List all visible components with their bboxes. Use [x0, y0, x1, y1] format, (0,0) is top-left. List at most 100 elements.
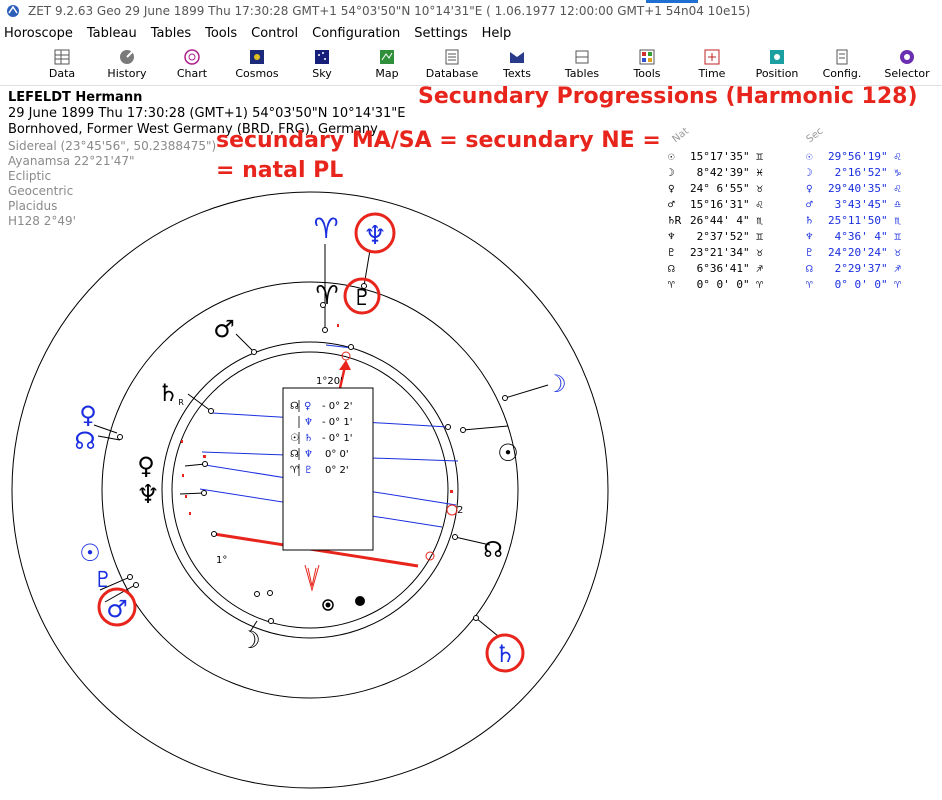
marker	[251, 349, 257, 355]
toolbar-tables-button[interactable]: Tables	[552, 46, 612, 80]
svg-text:☊: ☊	[290, 401, 299, 412]
annotation-title: Secundary Progressions (Harmonic 128)	[418, 84, 918, 109]
table-row: ☊ 6°36'41" ♐☊ 2°29'37" ♐	[668, 261, 901, 275]
menu-tables[interactable]: Tables	[150, 25, 192, 41]
sec-node-glyph: ☊	[74, 427, 95, 455]
degree-label: 1°	[216, 555, 227, 566]
marker	[201, 490, 207, 496]
marker	[268, 618, 274, 624]
marker	[127, 574, 133, 580]
cosmos-icon	[250, 50, 264, 64]
nat-node-glyph: ☊	[483, 538, 503, 563]
radial-line	[235, 333, 255, 353]
highlight-circle-sec-mars	[97, 587, 137, 627]
radial-line	[462, 425, 509, 431]
texts-icon	[510, 52, 524, 63]
highlight-circle-sec-neptune	[354, 212, 396, 254]
data-icon	[54, 49, 70, 65]
chart-settings: Sidereal (23°45'56", 50.2388475") Ayanam…	[8, 139, 216, 229]
marker	[322, 327, 328, 333]
table-row: ☉15°17'35" ♊☉29°56'19" ♌	[668, 149, 901, 163]
table-row: ♆ 2°37'52" ♊♆ 4°36' 4" ♊	[668, 229, 901, 243]
table-row: ☽ 8°42'39" ♓☽ 2°16'52" ♑	[668, 165, 901, 179]
position-icon	[770, 50, 784, 64]
table-row: ♈ 0° 0' 0" ♈♈ 0° 0' 0" ♈	[668, 277, 901, 291]
toolbar-sky-button[interactable]: Sky	[292, 46, 352, 80]
toolbar-time-button[interactable]: Time	[682, 46, 742, 80]
nat-aries-glyph: ♈	[315, 281, 338, 311]
tables-icon	[575, 50, 589, 64]
marker	[460, 427, 466, 433]
marker	[502, 395, 508, 401]
aspect-line	[325, 344, 353, 349]
title-bar: ZET 9.2.63 Geo 29 June 1899 Thu 17:30:28…	[0, 0, 942, 22]
radial-line	[104, 584, 136, 603]
svg-text:♆: ♆	[304, 449, 313, 460]
red-arrow-head	[339, 360, 351, 370]
svg-text:♀: ♀	[304, 401, 311, 412]
app-icon	[7, 5, 19, 17]
menu-tableau[interactable]: Tableau	[86, 25, 137, 41]
toolbar-tools-button[interactable]: Tools	[617, 46, 677, 80]
table-row: ♂15°16'31" ♌♂ 3°43'45" ♎	[668, 197, 901, 211]
svg-text:0° 0': 0° 0'	[325, 449, 349, 460]
setting-center: Geocentric	[8, 184, 74, 198]
marker	[361, 283, 367, 289]
svg-text:♈: ♈	[290, 465, 299, 476]
radial-line	[179, 492, 205, 495]
nat-venus-glyph: ♀	[137, 452, 155, 480]
menu-help[interactable]: Help	[481, 25, 512, 41]
menu-configuration[interactable]: Configuration	[312, 25, 401, 41]
toolbar-position-button[interactable]: Position	[747, 46, 807, 80]
sec-neptune-glyph: ♆	[363, 221, 386, 251]
setting-houses: Placidus	[8, 199, 58, 213]
history-icon	[120, 50, 134, 64]
chart-info: LEFELDT Hermann 29 June 1899 Thu 17:30:2…	[8, 90, 406, 138]
setting-ayanamsa: Ayanamsa 22°21'47"	[8, 154, 135, 168]
toolbar: Data History Chart Cosmos Sky Map Databa…	[0, 44, 942, 86]
toolbar-data-button[interactable]: Data	[32, 46, 92, 80]
planet-markers	[117, 283, 508, 624]
setting-coordinates: Ecliptic	[8, 169, 52, 183]
svg-text:0° 2': 0° 2'	[325, 465, 349, 476]
annotation-line-1: secundary MA/SA = secundary NE =	[216, 128, 661, 153]
ascendant-marker-dot	[325, 602, 331, 608]
sec-sun-glyph: ☉	[79, 539, 101, 567]
marker	[133, 582, 139, 588]
toolbar-selector-button[interactable]: Selector	[877, 46, 937, 80]
radial-line	[504, 384, 549, 399]
menu-settings[interactable]: Settings	[414, 25, 468, 41]
outer-ring	[11, 191, 609, 789]
marker	[320, 302, 326, 308]
menu-bar: Horoscope Tableau Tables Tools Control C…	[0, 22, 942, 44]
svg-text:♄: ♄	[304, 433, 313, 444]
highlight-circle-nat-pluto	[343, 277, 381, 315]
middle-ring	[101, 281, 519, 699]
menu-control[interactable]: Control	[251, 25, 299, 41]
menu-horoscope[interactable]: Horoscope	[4, 25, 73, 41]
sec-pluto-glyph: ♇	[93, 568, 113, 593]
menu-tools[interactable]: Tools	[205, 25, 238, 41]
database-icon	[445, 49, 459, 65]
highlight-point	[425, 551, 435, 561]
marker	[211, 531, 217, 537]
nat-neptune-glyph: ♆	[136, 480, 159, 510]
toolbar-map-button[interactable]: Map	[357, 46, 417, 80]
tick	[450, 490, 453, 493]
toolbar-cosmos-button[interactable]: Cosmos	[227, 46, 287, 80]
inner-ring	[161, 341, 459, 639]
degree-label: 2	[457, 505, 463, 516]
toolbar-texts-button[interactable]: Texts	[487, 46, 547, 80]
toolbar-chart-button[interactable]: Chart	[162, 46, 222, 80]
secondary-glyphs: ♈ ♆ ☽ ♀ ☊ ☉ ♇ ♂ ♄	[74, 212, 566, 668]
toolbar-history-button[interactable]: History	[97, 46, 157, 80]
toolbar-database-button[interactable]: Database	[422, 46, 482, 80]
title-accent	[646, 0, 698, 3]
positions-table: ☉15°17'35" ♊☉29°56'19" ♌ ☽ 8°42'39" ♓☽ 2…	[668, 148, 936, 292]
setting-harmonic: H128 2°49'	[8, 214, 76, 228]
marker	[202, 461, 208, 467]
tick	[182, 474, 184, 477]
table-row: ♀24° 6'55" ♉♀29°40'35" ♌	[668, 181, 901, 195]
toolbar-config-button[interactable]: Config.	[812, 46, 872, 80]
svg-text:- 0° 1': - 0° 1'	[322, 417, 352, 428]
